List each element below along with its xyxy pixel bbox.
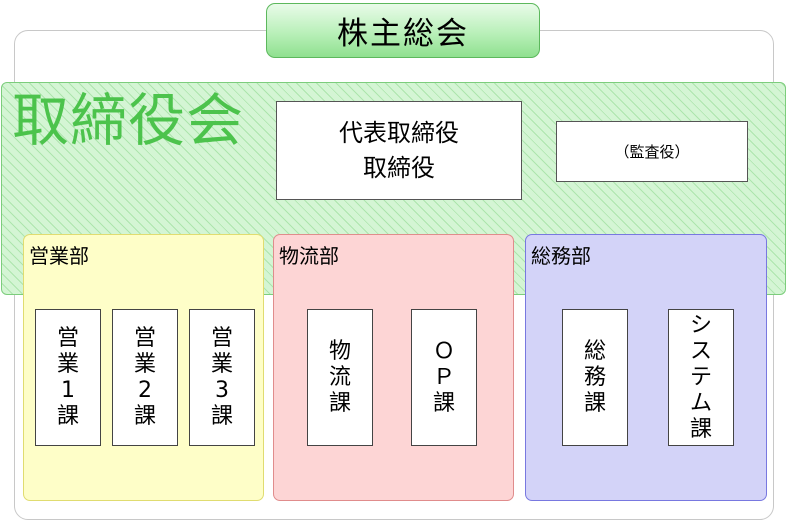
general-affairs-section-box: 総務課: [562, 309, 628, 446]
shareholders-meeting-box: 株主総会: [266, 3, 540, 58]
auditor-box: （監査役）: [556, 121, 748, 182]
executive-box: 代表取締役 取締役: [276, 101, 522, 200]
board-title: 取締役会: [12, 88, 244, 154]
system-section-label: システム課: [689, 312, 712, 442]
auditor-label: （監査役）: [614, 143, 690, 161]
shareholders-meeting-label: 株主総会: [337, 16, 469, 52]
representative-director-label: 代表取締役: [339, 118, 459, 147]
sales-department-label: 営業部: [29, 244, 89, 268]
logistics-section-box: 物流課: [307, 309, 373, 446]
system-section-box: システム課: [668, 309, 734, 446]
logistics-department-label: 物流部: [279, 244, 339, 268]
logistics-section-label: 物流課: [328, 338, 351, 416]
director-label: 取締役: [363, 153, 435, 182]
general-affairs-department-label: 総務部: [531, 244, 591, 268]
general-affairs-section-label: 総務課: [583, 338, 606, 416]
